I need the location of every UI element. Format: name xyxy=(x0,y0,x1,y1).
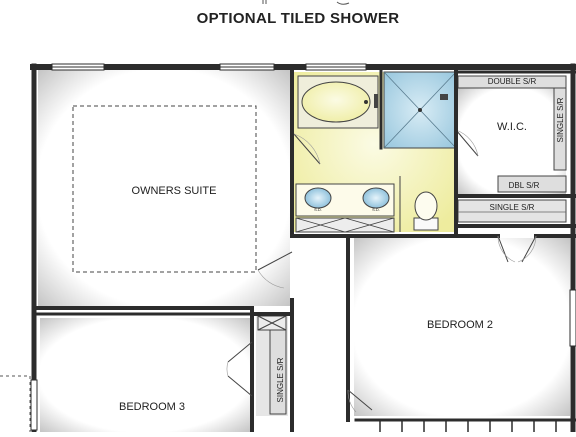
master-bath: S.D. S.D. xyxy=(292,71,479,233)
wic-label: W.I.C. xyxy=(497,121,527,133)
sink-right xyxy=(362,187,390,209)
dbl-shelf xyxy=(497,175,567,193)
sink-left xyxy=(304,187,332,209)
owners-suite-label: OWNERS SUITE xyxy=(132,185,217,197)
bedroom2-closet-door-left xyxy=(497,235,509,263)
doors xyxy=(226,235,537,413)
owners-suite-room xyxy=(38,70,290,306)
stair-treads xyxy=(379,420,557,432)
bath-linen xyxy=(295,217,395,233)
tray-ceiling-outline xyxy=(72,105,257,273)
shower-drain xyxy=(418,108,422,112)
single-sr-bedroom3-label: SINGLE S/R xyxy=(276,357,285,402)
bedroom3-closet xyxy=(256,315,288,416)
sink-left-tag: S.D. xyxy=(314,207,322,212)
exterior-dashed-outline xyxy=(0,375,31,432)
bedroom3-label: BEDROOM 3 xyxy=(119,401,185,413)
plan-title: OPTIONAL TILED SHOWER xyxy=(196,10,400,27)
dbl-sr-label: DBL S/R xyxy=(509,181,540,190)
toilet xyxy=(413,191,439,231)
top-fragment-mark xyxy=(262,0,350,5)
bedroom3-closet-door-bottom xyxy=(227,375,253,397)
hall-closet xyxy=(457,199,567,223)
bedroom2-label: BEDROOM 2 xyxy=(427,319,493,331)
bedroom2-door xyxy=(347,389,373,411)
bath-door xyxy=(293,133,321,165)
walls xyxy=(30,63,576,435)
wic-door xyxy=(455,129,479,157)
bedroom3-closet-door-top xyxy=(227,341,253,363)
single-sr-wic-label: SINGLE S/R xyxy=(556,97,565,142)
bedroom2-room xyxy=(354,238,570,416)
bedroom2-closet-door-right xyxy=(521,235,537,263)
bedroom3-room xyxy=(40,318,250,432)
double-sr-label: DOUBLE S/R xyxy=(488,77,537,86)
windows xyxy=(30,63,576,431)
single-sr-hall-label: SINGLE S/R xyxy=(490,203,535,212)
shower-valve xyxy=(440,94,448,100)
sink-right-tag: S.D. xyxy=(372,207,380,212)
wic-room xyxy=(457,75,567,194)
single-shelf-wic xyxy=(553,87,567,171)
owners-suite-door xyxy=(257,251,293,271)
